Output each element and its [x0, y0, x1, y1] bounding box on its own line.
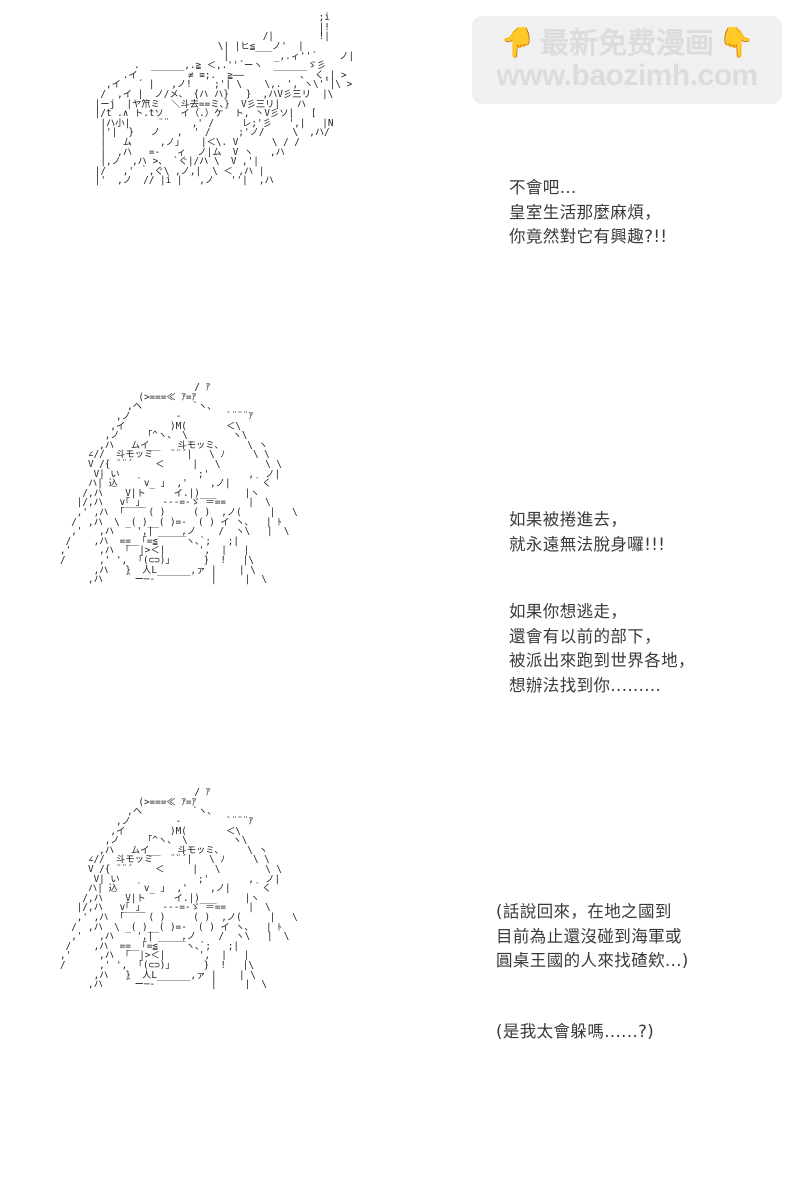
- dialog-text-p1-1: 不會吧... 皇室生活那麼麻煩， 你竟然對它有興趣?!!: [509, 178, 668, 246]
- watermark-title-row: 👇 最新免费漫画 👇: [500, 27, 755, 60]
- dialog-text-p3-1: (話說回來，在地之國到 目前為止還沒碰到海軍或 圓桌王國的人來找碴欸...): [496, 902, 689, 970]
- dialog-text-p3-2: (是我太會躲嗎......?): [496, 1022, 655, 1041]
- site-watermark: 👇 最新免费漫画 👇 www.baozimh.com: [472, 16, 782, 104]
- comic-panel-1: ;i |! /| !| \| |ヒ≦___ノ' | | _,.ィ''´ ノ| .…: [0, 0, 800, 360]
- watermark-url: www.baozimh.com: [496, 58, 758, 92]
- dialog-text-p2-1: 如果被捲進去， 就永遠無法脫身囉!!!: [509, 510, 666, 554]
- ascii-art-character-2: / ｱ (>===≪ ｱ=ｱ ,ヘ `ヽ､ ,ノ - `¨¨¨ｱ ,イ )M( …: [60, 382, 298, 586]
- comic-panel-2: / ｱ (>===≪ ｱ=ｱ ,ヘ `ヽ､ ,ノ - `¨¨¨ｱ ,イ )M( …: [0, 370, 800, 770]
- watermark-title: 最新免费漫画: [539, 27, 714, 60]
- ascii-art-character-3: / ｱ (>===≪ ｱ=ｱ ,ヘ `ヽ､ ,ノ - `¨¨¨ｱ ,イ )M( …: [60, 787, 298, 991]
- comic-panel-3: / ｱ (>===≪ ｱ=ｱ ,ヘ `ヽ､ ,ノ - `¨¨¨ｱ ,イ )M( …: [0, 775, 800, 1200]
- ascii-art-character-1: ;i |! /| !| \| |ヒ≦___ノ' | | _,.ィ''´ ノ| .…: [94, 12, 355, 187]
- pointing-down-hand-icon-right: 👇: [718, 27, 755, 60]
- dialog-text-p2-2: 如果你想逃走， 還會有以前的部下， 被派出來跑到世界各地， 想辦法找到你....…: [509, 602, 695, 695]
